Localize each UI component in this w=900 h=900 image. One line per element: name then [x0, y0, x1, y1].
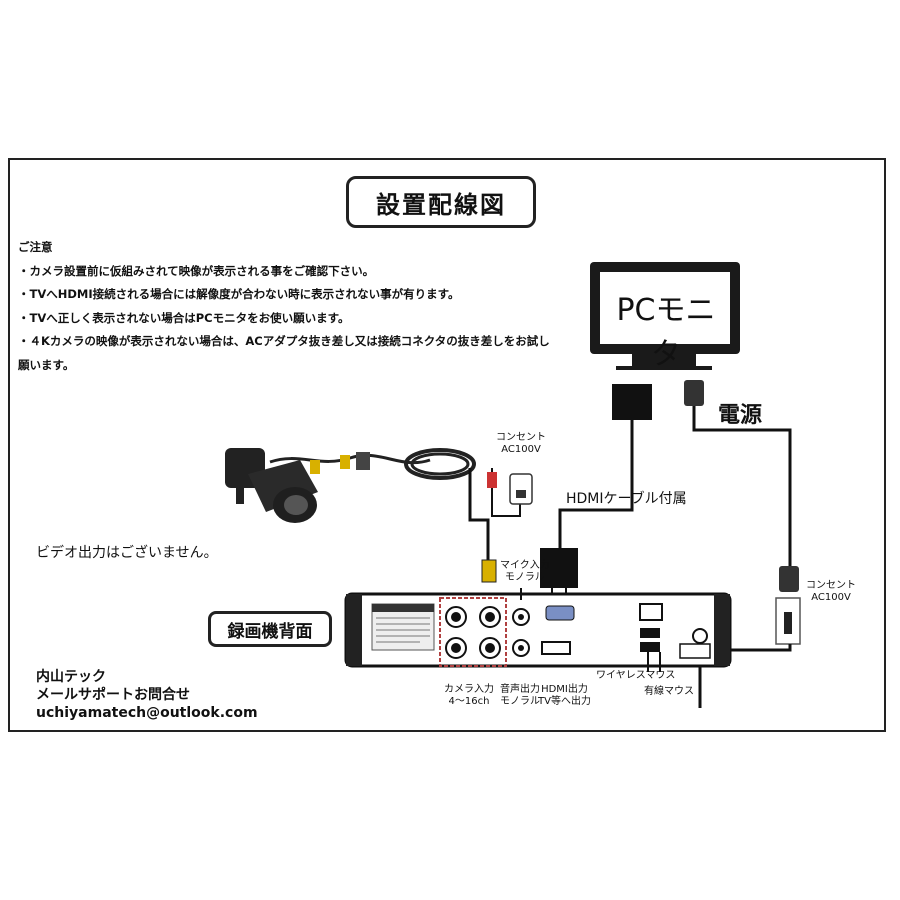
outlet-right-line2: AC100V — [811, 592, 851, 603]
power-label: 電源 — [718, 403, 763, 428]
hdmi-connector-monitor — [612, 384, 652, 420]
camera-illustration — [225, 448, 318, 523]
mic-input-line1: マイク入力 — [500, 560, 550, 571]
caution-line: ・TVへ正しく表示されない場合はPCモニタをお使い願います。 — [18, 310, 350, 325]
support-email: uchiyamatech@outlook.com — [36, 705, 258, 721]
hdmi-cable-label: HDMIケーブル付属 — [566, 491, 687, 507]
page-title: 設置配線図 — [346, 176, 536, 228]
pc-monitor — [590, 262, 740, 370]
hdmi-output-label: HDMI出力 TV等へ出力 — [538, 684, 591, 708]
usb-port-2 — [640, 642, 660, 652]
camera-input-line2: 4～16ch — [448, 696, 490, 707]
caution-line: ・４Kカメラの映像が表示されない場合は、ACアダプタ抜き差し又は接続コネクタの抜… — [18, 334, 550, 348]
audio-output-label: 音声出力 モノラル — [500, 684, 540, 708]
ac-adapter-icon — [509, 473, 533, 505]
company-name: 内山テック — [36, 669, 106, 685]
caution-line: ・カメラ設置前に仮組みされて映像が表示される事をご確認下さい。 — [18, 263, 375, 278]
camera-input-label: カメラ入力 4～16ch — [444, 684, 494, 708]
hdmi-cable-line — [558, 420, 634, 556]
camera-input-line1: カメラ入力 — [444, 684, 494, 695]
wireless-mouse-label: ワイヤレスマウス — [596, 670, 676, 681]
no-video-output-note: ビデオ出力はございません。 — [36, 545, 218, 561]
lan-port — [639, 603, 663, 621]
recorder-label: 録画機背面 — [208, 611, 332, 647]
support-text: メールサポートお問合せ — [36, 687, 190, 703]
recorder-rear-panel — [344, 592, 732, 668]
bnc-ports — [445, 606, 501, 659]
monitor-label: PCモニタ — [616, 293, 716, 372]
outlet-top-line1: コンセント — [496, 432, 546, 443]
video-cable-line — [468, 468, 490, 580]
diagram-frame — [8, 158, 886, 732]
usb-port-1 — [640, 628, 660, 638]
power-cable-line — [692, 406, 792, 570]
camera-power-plug — [487, 472, 497, 488]
power-jack — [692, 628, 708, 644]
outlet-top-label: コンセント AC100V — [496, 432, 546, 456]
caution-heading: ご注意 — [18, 240, 53, 254]
hdmi-connector-recorder — [540, 548, 578, 588]
audio-output-line1: 音声出力 — [500, 684, 540, 695]
mic-input-label: マイク入力 モノラル — [500, 560, 550, 584]
outlet-right-label: コンセント AC100V — [806, 580, 856, 604]
wired-mouse-label: 有線マウス — [644, 686, 694, 697]
caution-notes: ご注意 ・カメラ設置前に仮組みされて映像が表示される事をご確認下さい。 ・TVへ… — [18, 236, 588, 377]
contact-info: 内山テック メールサポートお問合せ uchiyamatech@outlook.c… — [36, 668, 258, 722]
hdmi-output-line1: HDMI出力 — [541, 684, 588, 695]
outlet-top-line2: AC100V — [501, 444, 541, 455]
mic-input-line2: モノラル — [504, 572, 545, 583]
power-plug-right — [779, 566, 799, 592]
audio-output-line2: モノラル — [500, 696, 540, 707]
caution-line: 願います。 — [18, 357, 75, 372]
caution-line: ・TVへHDMI接続される場合には解像度が合わない時に表示されない事が有ります。 — [18, 287, 460, 301]
hdmi-output-port — [541, 641, 571, 655]
bnc-yellow-connector — [481, 559, 497, 583]
power-plug-monitor — [684, 380, 704, 406]
vga-port — [545, 605, 575, 621]
camera-input-box — [439, 597, 507, 667]
camera-cable — [269, 448, 476, 480]
outlet-right-line1: コンセント — [806, 580, 856, 591]
hdmi-output-line2: TV等へ出力 — [538, 696, 591, 707]
